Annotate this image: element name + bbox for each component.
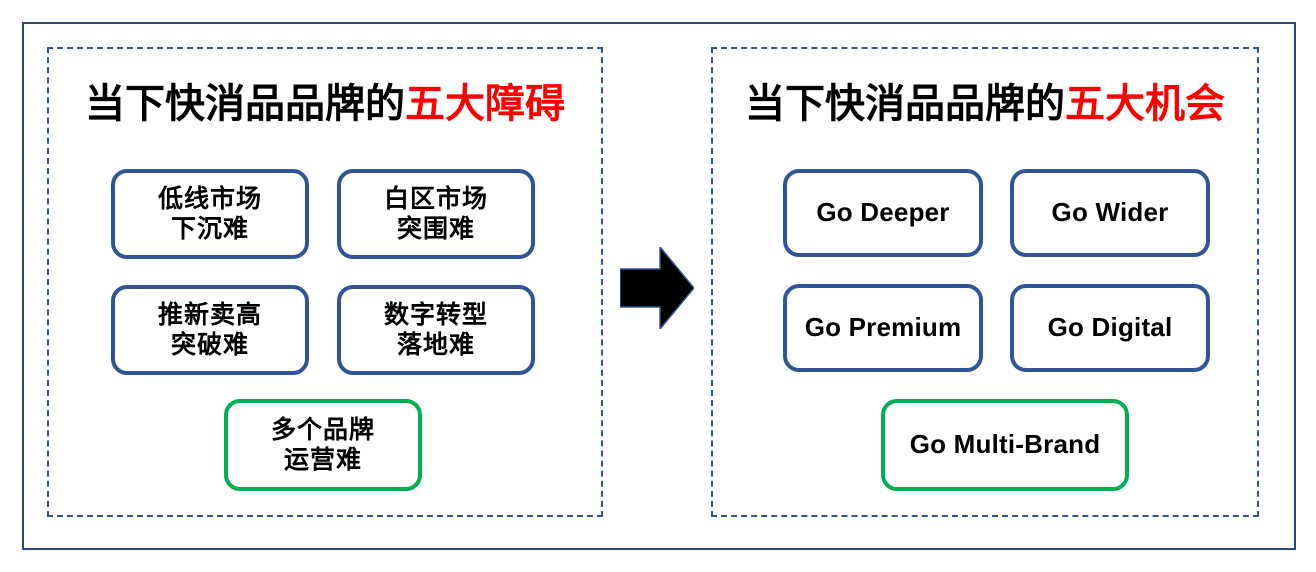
barrier-box-2-line2: 突围难 — [396, 215, 475, 243]
opportunity-box-2[interactable]: Go Wider — [1010, 169, 1210, 257]
barriers-title-prefix: 当下快消品品牌的 — [85, 82, 405, 126]
barrier-box-1[interactable]: 低线市场 下沉难 — [111, 169, 309, 259]
barrier-box-3-line1: 推新卖高 — [157, 300, 262, 329]
opportunity-box-5[interactable]: Go Multi-Brand — [881, 399, 1129, 491]
barrier-box-1-line1: 低线市场 — [157, 184, 262, 213]
opportunity-box-4[interactable]: Go Digital — [1010, 284, 1210, 372]
barriers-panel: 当下快消品品牌的五大障碍 低线市场 下沉难 白区市场 突围难 推新卖高 突破难 … — [47, 47, 603, 517]
opportunity-box-5-label: Go Multi-Brand — [909, 429, 1101, 460]
barrier-box-3[interactable]: 推新卖高 突破难 — [111, 285, 309, 375]
barriers-panel-title: 当下快消品品牌的五大障碍 — [49, 82, 601, 126]
barrier-box-2-line1: 白区市场 — [383, 184, 488, 213]
opportunities-panel: 当下快消品品牌的五大机会 Go Deeper Go Wider Go Premi… — [711, 47, 1259, 517]
barrier-box-1-line2: 下沉难 — [170, 215, 249, 243]
barrier-box-5-line1: 多个品牌 — [270, 415, 375, 444]
opportunities-panel-title: 当下快消品品牌的五大机会 — [713, 82, 1257, 126]
barriers-title-accent: 五大障碍 — [405, 82, 565, 126]
barrier-box-5[interactable]: 多个品牌 运营难 — [224, 399, 422, 491]
barrier-box-3-line2: 突破难 — [170, 331, 249, 359]
barrier-box-4-line2: 落地难 — [396, 331, 475, 359]
barrier-box-5-line2: 运营难 — [283, 446, 362, 474]
opportunity-box-3-label: Go Premium — [804, 312, 962, 343]
opportunity-box-4-label: Go Digital — [1047, 312, 1173, 343]
opportunity-box-2-label: Go Wider — [1051, 197, 1169, 228]
opportunities-title-accent: 五大机会 — [1065, 82, 1225, 126]
barrier-box-4[interactable]: 数字转型 落地难 — [337, 285, 535, 375]
opportunity-box-1-label: Go Deeper — [816, 197, 950, 228]
barrier-box-2[interactable]: 白区市场 突围难 — [337, 169, 535, 259]
right-arrow-icon — [620, 247, 694, 329]
opportunity-box-3[interactable]: Go Premium — [783, 284, 983, 372]
opportunities-title-prefix: 当下快消品品牌的 — [745, 82, 1065, 126]
barrier-box-4-line1: 数字转型 — [383, 300, 488, 329]
opportunity-box-1[interactable]: Go Deeper — [783, 169, 983, 257]
